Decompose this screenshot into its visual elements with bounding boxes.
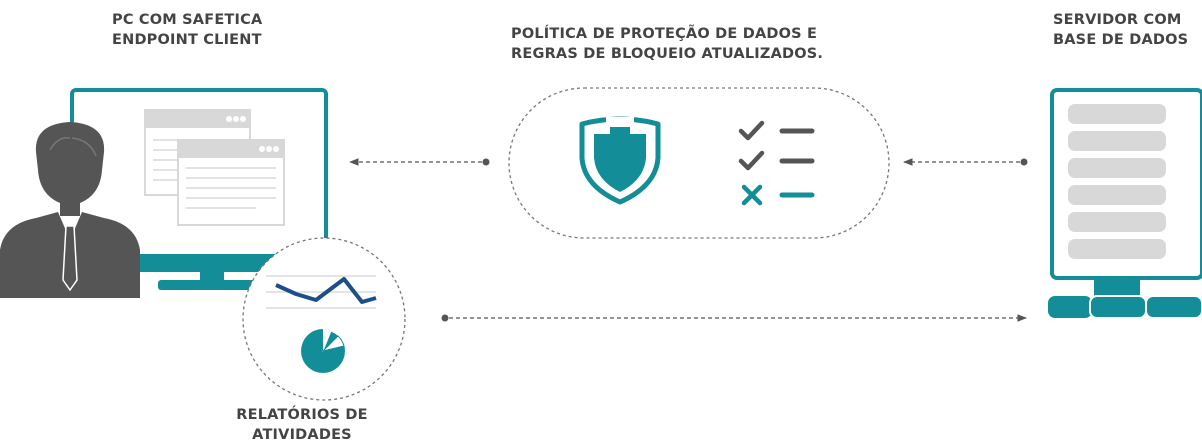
- shield-icon: [579, 116, 661, 205]
- check-icon: [738, 120, 765, 141]
- checklist-icon: [738, 120, 815, 206]
- pc-label-line-2: ENDPOINT CLIENT: [112, 32, 262, 48]
- server-label-line-2: BASE DE DADOS: [1053, 32, 1189, 48]
- user-icon: [0, 122, 140, 298]
- server-icon: [1048, 88, 1202, 319]
- report-charts-icon: [242, 237, 406, 401]
- pc-label: PC COM SAFETICA ENDPOINT CLIENT: [112, 10, 262, 50]
- reports-label-line-2: ATIVIDADES: [252, 427, 352, 443]
- policy-label: POLÍTICA DE PROTEÇÃO DE DADOS E REGRAS D…: [511, 24, 823, 64]
- line-chart-icon: [275, 277, 377, 304]
- reports-label-line-1: RELATÓRIOS DE: [236, 407, 368, 423]
- reports-label: RELATÓRIOS DE ATIVIDADES: [228, 405, 376, 445]
- window-icon-front: [177, 139, 285, 226]
- cross-icon: [741, 184, 763, 206]
- check-icon: [738, 150, 765, 171]
- policy-label-line-1: POLÍTICA DE PROTEÇÃO DE DADOS E: [511, 26, 818, 42]
- monitor-with-user-icon: [0, 88, 328, 298]
- arrow-reports-to-server: [441, 314, 1027, 322]
- policy-label-line-2: REGRAS DE BLOQUEIO ATUALIZADOS.: [511, 46, 824, 62]
- pc-label-line-1: PC COM SAFETICA: [112, 12, 263, 28]
- arrow-policy-to-pc: [349, 158, 490, 166]
- arrow-server-to-policy: [903, 158, 1028, 166]
- policy-badge: [508, 87, 890, 239]
- server-label-line-1: SERVIDOR COM: [1053, 12, 1182, 28]
- pie-chart-icon: [301, 329, 345, 373]
- server-label: SERVIDOR COM BASE DE DADOS: [1053, 10, 1188, 50]
